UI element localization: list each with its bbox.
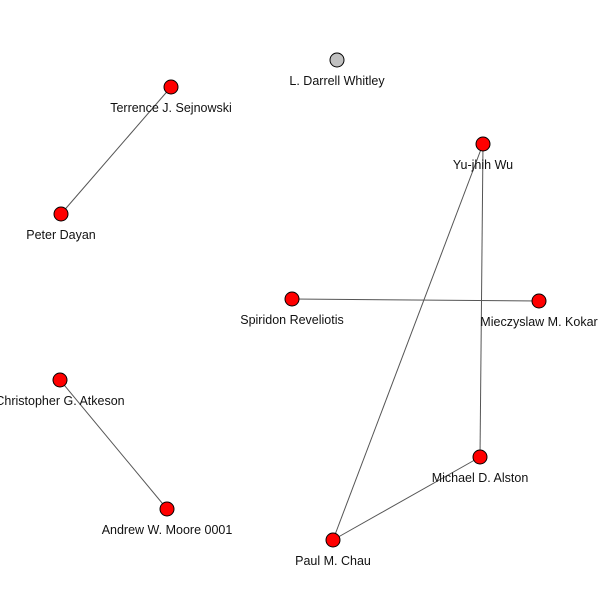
- edge-sejnowski-dayan: [60, 86, 172, 215]
- node-label-reveliotis: Spiridon Reveliotis: [240, 313, 344, 327]
- node-alston[interactable]: [472, 449, 488, 465]
- node-label-moore: Andrew W. Moore 0001: [102, 523, 233, 537]
- node-label-alston: Michael D. Alston: [432, 471, 529, 485]
- node-label-wu: Yu-jhih Wu: [453, 158, 513, 172]
- node-dayan[interactable]: [53, 206, 69, 222]
- edge-alston-chau: [332, 456, 481, 541]
- node-label-whitley: L. Darrell Whitley: [289, 74, 385, 88]
- edge-reveliotis-kokar: [291, 298, 540, 302]
- node-label-sejnowski: Terrence J. Sejnowski: [110, 101, 232, 115]
- nodes-layer: [52, 52, 547, 548]
- node-chau[interactable]: [325, 532, 341, 548]
- node-label-atkeson: Christopher G. Atkeson: [0, 394, 125, 408]
- node-label-kokar: Mieczyslaw M. Kokar: [480, 315, 597, 329]
- node-kokar[interactable]: [531, 293, 547, 309]
- node-label-dayan: Peter Dayan: [26, 228, 96, 242]
- edge-atkeson-moore: [59, 379, 168, 510]
- edge-wu-chau: [332, 143, 484, 541]
- node-sejnowski[interactable]: [163, 79, 179, 95]
- edge-wu-alston: [479, 143, 484, 458]
- node-reveliotis[interactable]: [284, 291, 300, 307]
- node-wu[interactable]: [475, 136, 491, 152]
- edges-layer: [59, 86, 540, 541]
- node-whitley[interactable]: [329, 52, 345, 68]
- node-moore[interactable]: [159, 501, 175, 517]
- node-atkeson[interactable]: [52, 372, 68, 388]
- node-label-chau: Paul M. Chau: [295, 554, 371, 568]
